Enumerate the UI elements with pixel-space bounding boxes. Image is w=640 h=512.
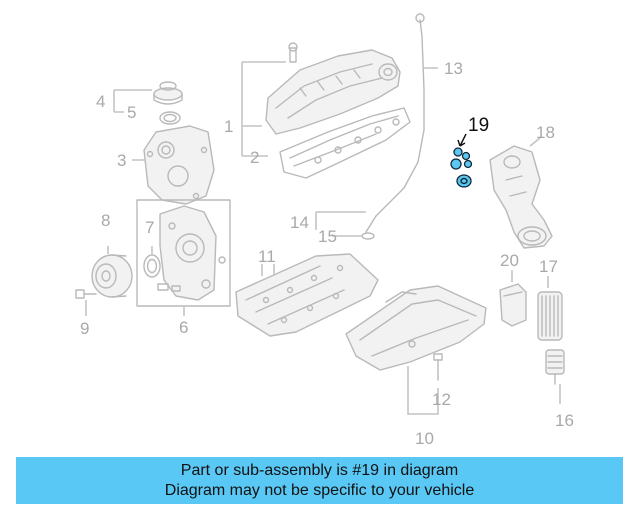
info-banner: Part or sub-assembly is #19 in diagram D… <box>16 457 623 504</box>
callout-11: 11 <box>258 247 276 266</box>
oil-pan-drawing <box>345 285 487 371</box>
timing-cover-drawing <box>143 125 215 205</box>
banner-line-2: Diagram may not be specific to your vehi… <box>164 481 475 499</box>
callout-9: 9 <box>80 319 89 338</box>
parts-diagram: 1 2 3 4 5 <box>75 13 574 448</box>
callout-3: 3 <box>117 151 126 170</box>
callout-14: 14 <box>290 213 309 232</box>
valve-cover-drawing <box>265 42 401 135</box>
dipstick-drawing <box>361 13 425 240</box>
seal-ring-drawing <box>159 111 181 125</box>
crank-seal-drawing <box>143 254 161 278</box>
banner-line-1: Part or sub-assembly is #19 in diagram <box>180 461 459 479</box>
callout-19: 19 <box>468 115 489 136</box>
callout-4: 4 <box>96 92 105 111</box>
oil-filler-cap-drawing <box>153 81 183 105</box>
ladder-frame-drawing <box>235 253 379 337</box>
callout-12: 12 <box>432 390 451 409</box>
callout-20: 20 <box>500 251 519 270</box>
callout-5: 5 <box>127 103 136 122</box>
oil-sensor-drawing <box>545 349 565 385</box>
callout-15: 15 <box>318 227 337 246</box>
callout-13: 13 <box>444 59 463 78</box>
part-19-seal-kit-drawing <box>450 133 473 188</box>
callout-7: 7 <box>145 218 154 237</box>
oil-filter-element-drawing <box>537 291 563 341</box>
callout-8: 8 <box>101 211 110 230</box>
crank-pulley-drawing <box>91 254 133 298</box>
timing-housing-drawing <box>157 205 226 301</box>
callout-1: 1 <box>224 117 233 136</box>
callout-18: 18 <box>536 123 555 142</box>
callout-10: 10 <box>415 429 434 448</box>
pulley-bolt-drawing <box>75 289 97 299</box>
part-20-drawing <box>499 283 527 327</box>
callout-17: 17 <box>539 257 558 276</box>
oil-filter-housing-drawing <box>489 145 553 249</box>
drain-plug-drawing <box>433 353 443 381</box>
valve-cover-gasket-drawing <box>279 107 411 179</box>
callout-6: 6 <box>179 318 188 337</box>
callout-2: 2 <box>250 148 259 167</box>
callout-16: 16 <box>555 411 574 430</box>
